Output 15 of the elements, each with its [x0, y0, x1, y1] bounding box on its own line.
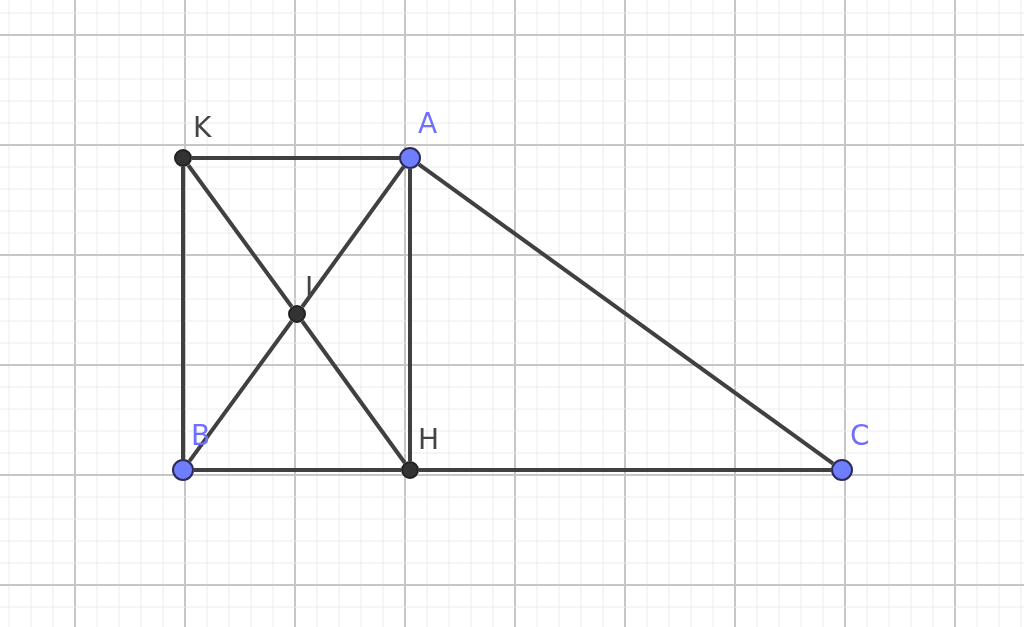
line-segment: [194, 468, 401, 472]
line-segment: [181, 167, 185, 459]
line-segment: [186, 164, 294, 308]
point-label: B: [191, 422, 211, 450]
line-segment: [300, 165, 406, 308]
line-segment: [408, 169, 412, 461]
line-segment: [417, 162, 835, 466]
line-segment: [192, 156, 399, 160]
point-label: H: [418, 426, 440, 454]
point-label: C: [850, 422, 870, 450]
point-label: K: [193, 114, 212, 142]
line-segment: [419, 468, 831, 472]
line-segment: [300, 320, 407, 464]
point-label: A: [418, 110, 438, 138]
line-segment: [187, 320, 294, 463]
